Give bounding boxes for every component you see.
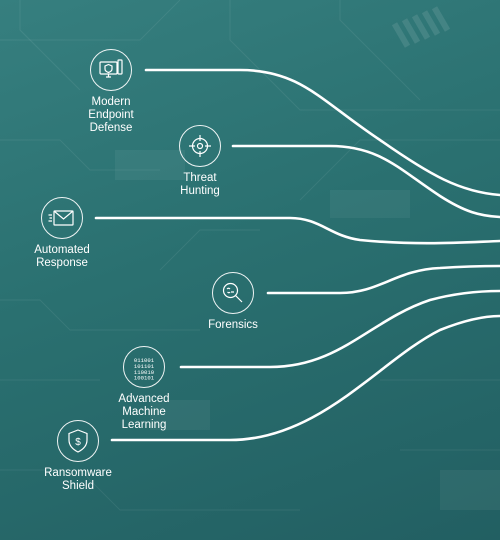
feature-label-ransomware-shield: Ransomware Shield bbox=[44, 467, 112, 492]
monitor-shield-icon bbox=[90, 49, 132, 91]
feature-label-automated-response: Automated Response bbox=[34, 244, 90, 269]
crosshair-icon bbox=[179, 125, 221, 167]
binary-code-icon: 011001 101101 110010 100101 bbox=[123, 346, 165, 388]
connector-line-automated-response bbox=[94, 216, 500, 245]
connector-line-modern-endpoint-defense bbox=[144, 68, 500, 197]
connector-line-advanced-machine-learning bbox=[179, 289, 500, 369]
feature-label-threat-hunting: Threat Hunting bbox=[180, 172, 220, 197]
envelope-icon bbox=[41, 197, 83, 239]
connector-line-threat-hunting bbox=[231, 144, 500, 219]
svg-text:100101: 100101 bbox=[134, 375, 155, 381]
feature-label-modern-endpoint-defense: Modern Endpoint Defense bbox=[88, 96, 134, 134]
feature-advanced-machine-learning: 011001 101101 110010 100101 Advanced Mac… bbox=[94, 346, 194, 432]
magnifier-icon bbox=[212, 272, 254, 314]
feature-modern-endpoint-defense: Modern Endpoint Defense bbox=[61, 49, 161, 135]
feature-forensics: Forensics bbox=[183, 272, 283, 332]
connector-line-ransomware-shield bbox=[110, 314, 500, 442]
svg-text:011001: 011001 bbox=[134, 357, 155, 364]
feature-ransomware-shield: $ Ransomware Shield bbox=[28, 420, 128, 493]
dollar-shield-icon: $ bbox=[57, 420, 99, 462]
feature-automated-response: Automated Response bbox=[12, 197, 112, 270]
svg-text:101101: 101101 bbox=[134, 363, 155, 370]
feature-label-forensics: Forensics bbox=[208, 319, 258, 331]
feature-threat-hunting: Threat Hunting bbox=[150, 125, 250, 198]
connector-line-forensics bbox=[266, 264, 500, 295]
svg-text:$: $ bbox=[75, 437, 81, 448]
svg-text:110010: 110010 bbox=[134, 369, 155, 376]
feature-label-advanced-machine-learning: Advanced Machine Learning bbox=[118, 393, 170, 431]
